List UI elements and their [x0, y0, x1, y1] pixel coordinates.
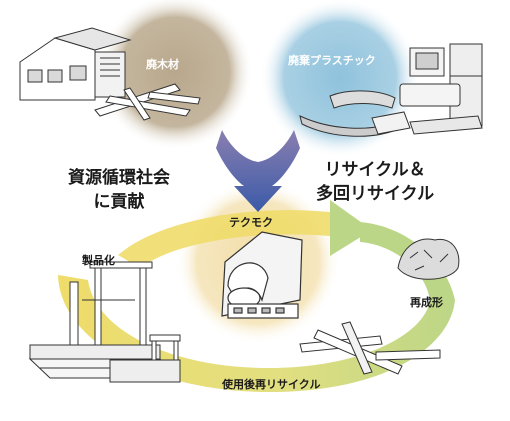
label-product: テクモク [229, 216, 273, 229]
wood-deck-products-icon [28, 261, 181, 383]
contribution-line-1: 資源循環社会 [68, 168, 170, 188]
scrap-boards-icon [299, 321, 441, 375]
label-waste-wood: 廃木材 [146, 58, 179, 71]
waste-wood-pile-icon [94, 83, 201, 121]
label-waste-plastic: 廃棄プラスチック [288, 54, 376, 67]
crushed-material-icon [397, 238, 460, 280]
contribution-message: 資源循環社会 に貢献 [68, 166, 170, 214]
house-icon [19, 27, 132, 101]
label-productization: 製品化 [82, 254, 115, 267]
recycle-message: リサイクル＆ 多回リサイクル [316, 158, 434, 206]
cycle-arrow-head-icon [330, 200, 372, 256]
recycle-line-2: 多回リサイクル [316, 184, 435, 204]
tecmoku-profile-icon [221, 231, 303, 319]
merge-arrow-icon [216, 130, 300, 212]
label-post-use-recycle: 使用後再リサイクル [222, 378, 321, 391]
recycle-line-1: リサイクル＆ [324, 160, 426, 180]
waste-plastic-items-icon [299, 43, 483, 137]
waste-wood-circle [97, 0, 253, 150]
label-remolding: 再成形 [410, 296, 443, 309]
contribution-line-2: に貢献 [93, 192, 145, 212]
